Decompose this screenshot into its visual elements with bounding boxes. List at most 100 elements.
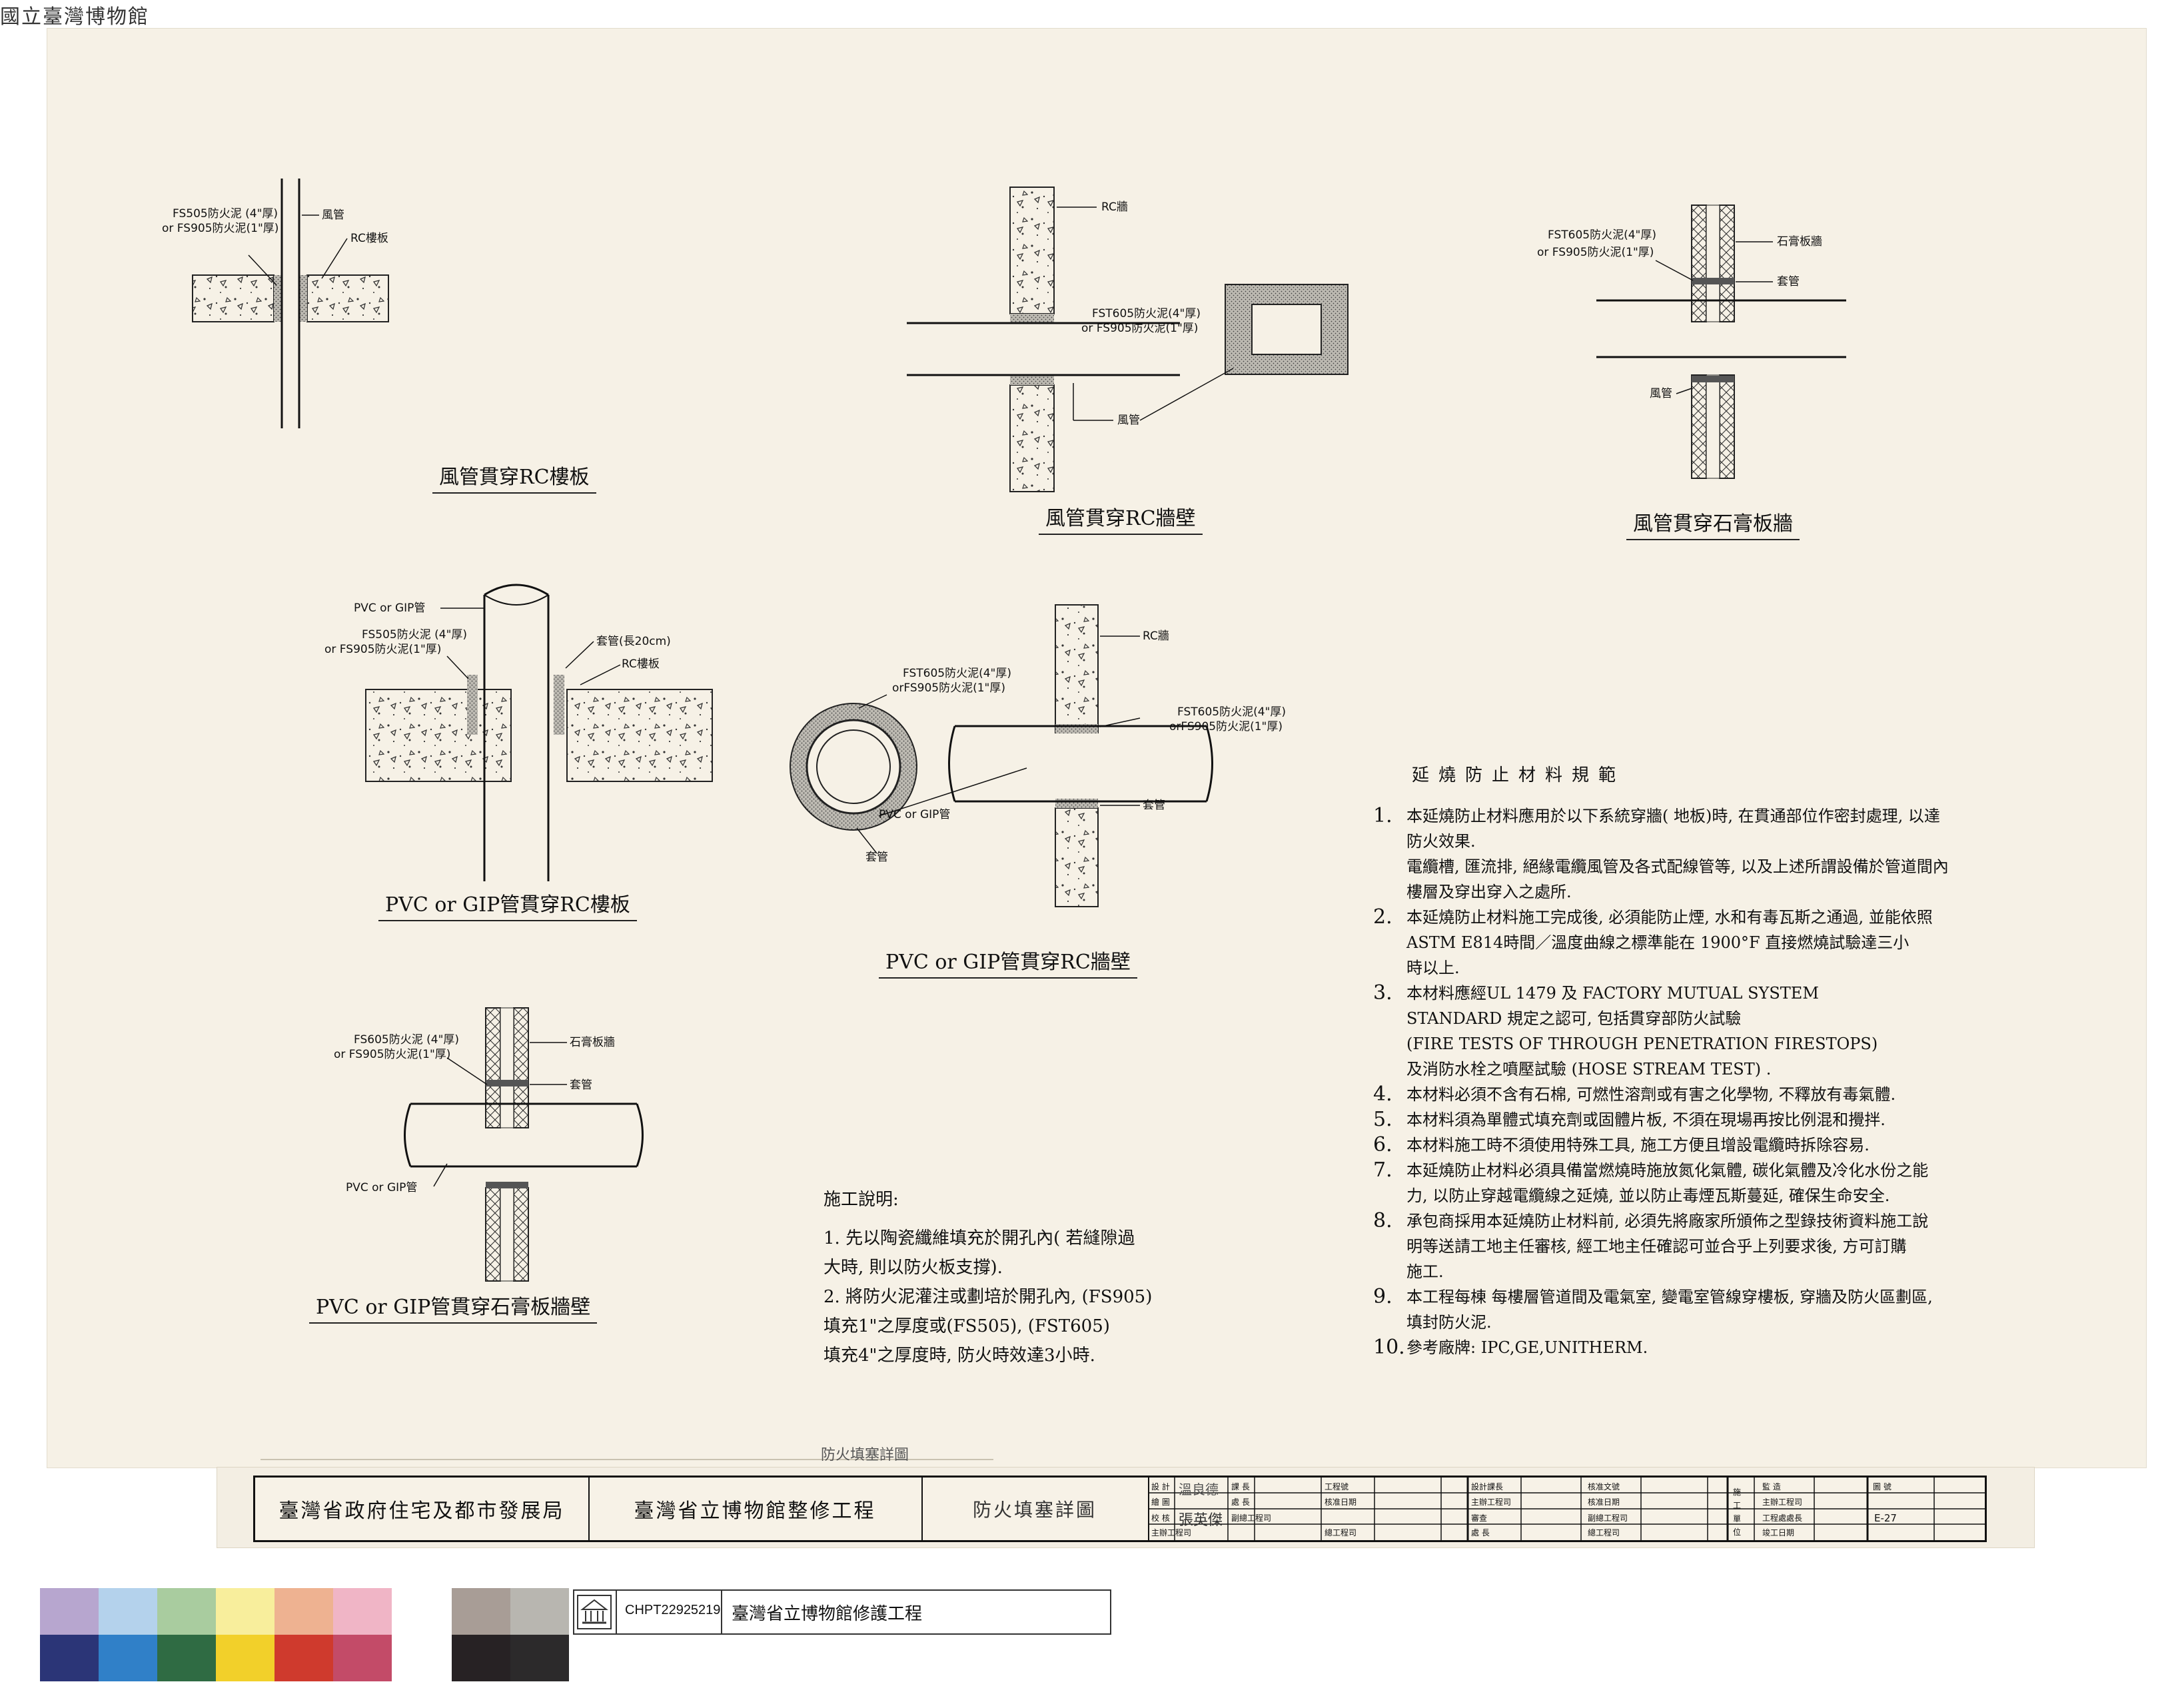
signer-label: 校 核 — [1151, 1513, 1170, 1523]
d4-label-slab: RC樓板 — [622, 657, 660, 671]
sleeve-right — [554, 675, 564, 735]
d2-caption: 風管貫穿RC牆壁 — [1039, 502, 1203, 535]
right-label: 核准文號 — [1588, 1482, 1620, 1492]
mid-label: 總工程司 — [1325, 1528, 1357, 1537]
d3-caption: 風管貫穿石膏板牆 — [1626, 507, 1800, 540]
handwritten-signature: 張英傑 — [1179, 1512, 1223, 1529]
spec-item: 5. 本材料須為單體式填充劑或固體片板, 不須在現場再按比例混和攪拌. — [1373, 1107, 2133, 1132]
d3-label-fs905: or FS905防火泥(1"厚) — [1537, 246, 1654, 259]
d2-label-rc: RC牆 — [1101, 201, 1128, 214]
notes-line: 填充1"之厚度或(FS505), (FST605) — [823, 1316, 1110, 1336]
d4-label-fs905: or FS905防火泥(1"厚) — [324, 643, 442, 656]
specs-title: 延燒防止材料規範 — [1412, 765, 1626, 785]
d4-label-pipe: PVC or GIP管 — [354, 602, 426, 615]
right-label: 竣工日期 — [1762, 1528, 1795, 1537]
right-label: 副總工程司 — [1588, 1513, 1628, 1523]
spec-item-line: ASTM E814時間／溫度曲線之標準能在 1900°F 直接燃燒試驗達三小 — [1406, 933, 1909, 952]
spec-item-line: 參考廠牌: IPC,GE,UNITHERM. — [1406, 1338, 1648, 1357]
detail-pipe-gypsum-wall — [404, 1007, 644, 1282]
spec-item: 7.本延燒防止材料必須具備當燃燒時施放氮化氣體, 碳化氣體及冷化水份之能力, 以… — [1373, 1158, 2133, 1208]
d3-label-fst605: FST605防火泥(4"厚) — [1548, 228, 1657, 242]
d6-label-fs605: FS605防火泥 (4"厚) — [354, 1033, 460, 1047]
right-label: 工程處處長 — [1762, 1513, 1803, 1523]
museum-stamp: 國立臺灣博物館 — [0, 5, 149, 29]
firestop-right — [299, 275, 307, 322]
right-label: 總工程司 — [1588, 1528, 1620, 1537]
spec-item-line: STANDARD 規定之認可, 包括貫穿部防火試驗 — [1406, 1009, 1742, 1028]
swatch — [274, 1635, 333, 1681]
right-label: 監 造 — [1762, 1482, 1781, 1492]
spec-item-line: 填封防火泥. — [1406, 1313, 1492, 1332]
project-name: 臺灣省立博物館整修工程 — [588, 1478, 923, 1540]
d3-label-duct: 風管 — [1650, 387, 1672, 400]
agency-name: 臺灣省政府住宅及都市發展局 — [255, 1478, 590, 1540]
construction-notes: 施工說明: 1. 先以陶瓷纖維填充於開孔內( 若縫隙過 大時, 則以防火板支撐)… — [823, 1185, 1152, 1370]
sleeve-bottom — [1692, 376, 1734, 382]
spec-item-number: 3. — [1373, 981, 1392, 1005]
spec-item-line: 本材料施工時不須使用特殊工具, 施工方便且增設電纜時拆除容易. — [1406, 1136, 1870, 1154]
spec-item-number: 9. — [1373, 1285, 1392, 1308]
spec-item: 8. 承包商採用本延燒防止材料前, 必須先將廠家所頒佈之型錄技術資料施工說明等送請… — [1373, 1208, 2133, 1284]
d5-label-sleeve-a: 套管 — [865, 851, 888, 864]
spec-item-number: 4. — [1373, 1082, 1392, 1106]
spec-item-line: 本工程每棟 每樓層管道間及電氣室, 變電室管線穿樓板, 穿牆及防火區劃區, — [1406, 1288, 1933, 1306]
mid-label: 工程號 — [1325, 1482, 1349, 1492]
swatch — [510, 1588, 569, 1635]
d5-label-fs905a: orFS905防火泥(1"厚) — [892, 681, 1006, 695]
spec-item-line: 時以上. — [1406, 959, 1460, 977]
detail-duct-gypsum-wall — [1596, 205, 1846, 479]
right-label: 主辦工程司 — [1762, 1497, 1803, 1507]
notes-title: 施工說明: — [823, 1190, 899, 1210]
d2-label-fst605: FST605防火泥(4"厚) — [1092, 307, 1201, 320]
mid-label: 核准日期 — [1325, 1497, 1357, 1507]
material-specifications: 延燒防止材料規範 1.本延燒防止材料應用於以下系統穿牆( 地板)時, 在貫通部位… — [1373, 761, 2133, 1360]
swatch — [216, 1635, 274, 1681]
sleeve-top — [1692, 278, 1734, 284]
d6-label-fs905: or FS905防火泥(1"厚) — [334, 1048, 451, 1061]
swatch — [216, 1588, 274, 1635]
swatch — [274, 1588, 333, 1635]
rc-wall-top — [1009, 187, 1055, 314]
drawing-sheet: FS505防火泥 (4"厚) or FS905防火泥(1"厚) 風管 RC樓板 … — [47, 28, 2147, 1468]
spec-item-number: 2. — [1373, 905, 1392, 929]
spec-item: 3. 本材料應經UL 1479 及 FACTORY MUTUAL SYSTEM ST… — [1373, 981, 2133, 1082]
spec-item-line: 電纜槽, 匯流排, 絕緣電纜風管及各式配線管等, 以及上述所謂設備於管道間內 — [1406, 857, 1949, 876]
d5-caption: PVC or GIP管貫穿RC牆壁 — [879, 945, 1137, 979]
detail-duct-rc-slab — [192, 179, 389, 428]
signer-label: 繪 圖 — [1151, 1497, 1170, 1507]
handwritten-signature: 溫良德 — [1179, 1482, 1219, 1497]
rc-wall-bottom — [1009, 384, 1055, 492]
spec-item-line: 本材料須為單體式填充劑或固體片板, 不須在現場再按比例混和攪拌. — [1406, 1110, 1886, 1129]
spec-item-line: 本材料應經UL 1479 及 FACTORY MUTUAL SYSTEM — [1406, 984, 1819, 1003]
detail-pipe-rc-slab — [365, 584, 713, 881]
spec-item-line: 本延燒防止材料必須具備當燃燒時施放氮化氣體, 碳化氣體及冷化水份之能 — [1406, 1161, 1929, 1180]
spec-item: 10.參考廠牌: IPC,GE,UNITHERM. — [1373, 1335, 2133, 1360]
spec-item-number: 8. — [1373, 1209, 1392, 1232]
d6-label-pipe: PVC or GIP管 — [346, 1181, 418, 1194]
swatch — [510, 1635, 569, 1681]
d1-label-fs905: or FS905防火泥(1"厚) — [162, 222, 279, 235]
role-label: 處 長 — [1231, 1497, 1250, 1507]
detail-pipe-rc-wall — [790, 604, 1213, 907]
spec-item-number: 5. — [1373, 1108, 1392, 1131]
spec-item-line: 明等送請工地主任審核, 經工地主任確認可並合乎上列要求後, 方可訂購 — [1406, 1237, 1907, 1256]
d4-label-fs505: FS505防火泥 (4"厚) — [362, 628, 468, 641]
notes-line: 大時, 則以防火板支撐). — [823, 1258, 1003, 1278]
d5-label-rc: RC牆 — [1143, 630, 1169, 643]
d4-label-sleeve: 套管(長20cm) — [596, 635, 671, 648]
spec-item-line: 本材料必須不含有石棉, 可燃性溶劑或有害之化學物, 不釋放有毒氣體. — [1406, 1085, 1896, 1104]
right-label: 主辦工程司 — [1471, 1497, 1512, 1507]
sleeve-left — [467, 675, 478, 735]
role-label: 副總工程司 — [1231, 1513, 1272, 1523]
swatch — [99, 1635, 157, 1681]
spec-item-line: 承包商採用本延燒防止材料前, 必須先將廠家所頒佈之型錄技術資料施工說 — [1406, 1212, 1929, 1230]
rc-slab-right — [306, 274, 389, 322]
d6-label-gypsum: 石膏板牆 — [570, 1036, 615, 1049]
signer-label: 設 計 — [1151, 1482, 1170, 1492]
d5-label-fst605b: FST605防火泥(4"厚) — [1177, 705, 1287, 719]
d2-label-duct: 風管 — [1117, 414, 1140, 427]
spec-item-line: 防火效果. — [1406, 832, 1476, 851]
approval-grid-lines — [1148, 1478, 1985, 1540]
role-label: 課 長 — [1231, 1482, 1250, 1492]
